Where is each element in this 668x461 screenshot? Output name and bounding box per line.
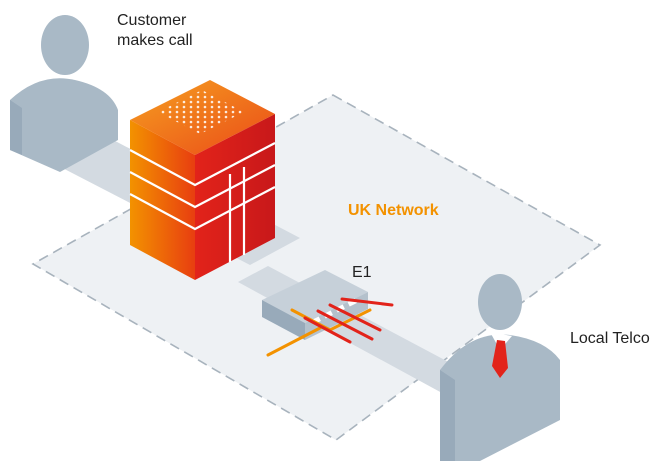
customer-label: Customer makes call — [117, 11, 193, 51]
customer-label-line1: Customer — [117, 12, 187, 29]
telco-person-icon — [440, 274, 560, 461]
customer-person-icon — [10, 15, 118, 172]
tie-icon — [492, 340, 508, 378]
e1-cables — [266, 297, 394, 357]
customer-label-line2: makes call — [117, 32, 193, 49]
network-plane — [31, 94, 602, 441]
server-stack-icon — [129, 80, 276, 280]
network-label: UK Network — [348, 202, 439, 219]
telco-label: Local Telco — [570, 330, 650, 347]
e1-label: E1 — [352, 264, 372, 281]
